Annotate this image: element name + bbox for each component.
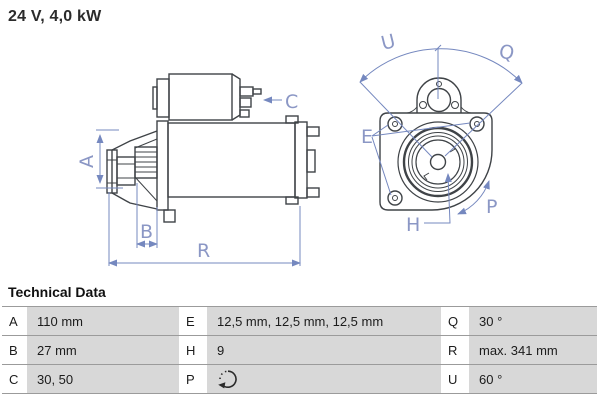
spec-value-r: max. 341 mm [469, 336, 597, 364]
dimension-lines [96, 44, 523, 267]
dim-label-h: H [406, 214, 420, 236]
spec-key-r: R [441, 336, 469, 364]
spec-key-h: H [179, 336, 207, 364]
rotation-direction-icon [218, 370, 237, 389]
table-row: B 27 mm H 9 R max. 341 mm [2, 336, 597, 365]
front-view-outline [379, 77, 493, 211]
table-row: C 30, 50 P U 60 ° [2, 365, 597, 394]
side-view-outline [106, 73, 320, 223]
technical-drawing: A B C R E H P Q U [76, 30, 523, 267]
table-row: A 110 mm E 12,5 mm, 12,5 mm, 12,5 mm Q 3… [2, 307, 597, 336]
spec-value-e: 12,5 mm, 12,5 mm, 12,5 mm [207, 307, 441, 335]
spec-key-p: P [179, 365, 207, 393]
spec-key-u: U [441, 365, 469, 393]
spec-key-c: C [2, 365, 27, 393]
spec-value-p [207, 365, 441, 393]
dim-label-e: E [361, 126, 373, 148]
technical-data-table: A 110 mm E 12,5 mm, 12,5 mm, 12,5 mm Q 3… [2, 306, 597, 394]
spec-key-a: A [2, 307, 27, 335]
dim-label-a: A [76, 155, 98, 168]
spec-value-c: 30, 50 [27, 365, 179, 393]
dim-label-p: P [486, 196, 497, 218]
dim-label-q: Q [497, 40, 516, 65]
spec-key-e: E [179, 307, 207, 335]
spec-value-b: 27 mm [27, 336, 179, 364]
spec-value-a: 110 mm [27, 307, 179, 335]
dim-label-u: U [379, 30, 398, 55]
spec-key-q: Q [441, 307, 469, 335]
dim-label-b: B [140, 221, 153, 243]
dim-label-r: R [197, 240, 210, 262]
dim-label-c: C [285, 91, 298, 113]
table-heading: Technical Data [8, 284, 106, 300]
product-spec-title: 24 V, 4,0 kW [8, 8, 102, 25]
spec-value-h: 9 [207, 336, 441, 364]
spec-key-b: B [2, 336, 27, 364]
spec-value-u: 60 ° [469, 365, 597, 393]
spec-value-q: 30 ° [469, 307, 597, 335]
